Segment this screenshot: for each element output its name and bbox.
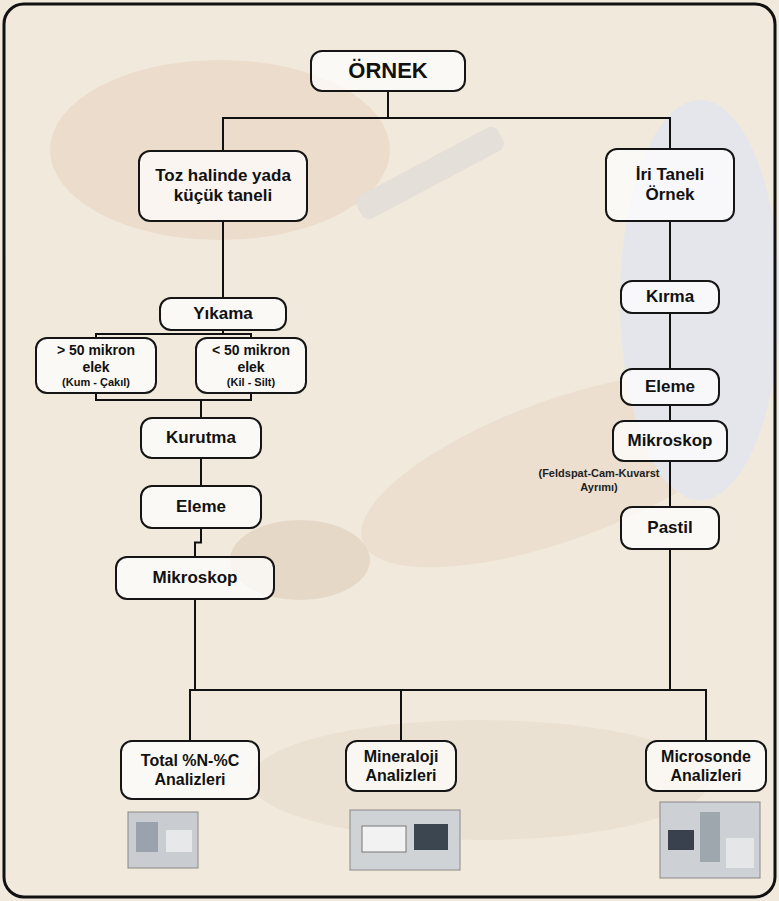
- process-box: Pastil: [620, 506, 720, 550]
- box-label: Eleme: [176, 497, 226, 517]
- connector-line: [670, 550, 706, 740]
- connector-line: [223, 92, 388, 150]
- box-label: Pastil: [647, 518, 692, 538]
- connector-line: [195, 529, 201, 556]
- process-box: İri Taneli Örnek: [605, 148, 735, 222]
- process-box: ÖRNEK: [310, 50, 466, 92]
- process-box: Kurutma: [140, 417, 262, 459]
- process-box: Eleme: [140, 485, 262, 529]
- connector-line: [195, 600, 706, 740]
- box-sublabel: (Kum - Çakıl): [62, 376, 130, 389]
- lab-monitor: [414, 824, 448, 850]
- lab-device: [726, 838, 754, 868]
- lab-photo: [660, 802, 760, 878]
- box-label: Eleme: [645, 377, 695, 397]
- connector-line: [195, 600, 401, 740]
- connector-line: [669, 222, 671, 280]
- process-box: Kırma: [620, 280, 720, 314]
- box-label: Kurutma: [166, 428, 236, 448]
- lab-device: [362, 826, 406, 852]
- connector-line: [388, 92, 670, 148]
- connector-line: [401, 550, 670, 740]
- process-box: Mikroskop: [612, 420, 728, 462]
- connector-line: [200, 459, 202, 485]
- lab-photo: [350, 810, 460, 870]
- connector-line: [222, 222, 224, 297]
- photo-soil: [250, 720, 710, 840]
- box-label: Microsonde Analizleri: [653, 747, 759, 785]
- process-box: Microsonde Analizleri: [645, 740, 767, 792]
- photo-hammer: [353, 124, 506, 222]
- lab-device: [700, 812, 720, 862]
- process-box: Eleme: [620, 368, 720, 406]
- connector-line: [96, 394, 201, 417]
- outer-frame: [4, 4, 775, 897]
- lab-device: [136, 822, 158, 852]
- box-label: Yıkama: [193, 304, 253, 324]
- connector-line: [669, 314, 671, 368]
- process-box: Mineraloji Analizleri: [345, 740, 457, 792]
- lab-device: [166, 830, 192, 852]
- connector-line: [669, 406, 671, 420]
- note-label: (Feldspat-Cam-Kuvarst Ayrımı): [538, 467, 660, 495]
- box-label: > 50 mikron elek: [43, 342, 149, 376]
- box-label: Mineraloji Analizleri: [353, 747, 449, 785]
- process-box: Toz halinde yada küçük taneli: [138, 150, 308, 222]
- box-label: Kırma: [646, 287, 694, 307]
- box-label: < 50 mikron elek: [203, 342, 299, 376]
- box-label: Mikroskop: [152, 568, 237, 588]
- box-label: Total %N-%C Analizleri: [128, 751, 252, 789]
- lab-monitor: [668, 830, 694, 850]
- box-label: ÖRNEK: [348, 58, 427, 84]
- lab-photo: [660, 802, 760, 878]
- lab-photo: [350, 810, 460, 870]
- process-box: Total %N-%C Analizleri: [120, 740, 260, 800]
- box-sublabel: (Kil - Silt): [227, 376, 275, 389]
- box-label: Mikroskop: [627, 431, 712, 451]
- connector-line: [201, 394, 251, 417]
- process-box: < 50 mikron elek(Kil - Silt): [195, 337, 307, 394]
- box-label: İri Taneli Örnek: [613, 165, 727, 206]
- process-box: > 50 mikron elek(Kum - Çakıl): [35, 337, 157, 394]
- process-box: Yıkama: [159, 297, 287, 331]
- connector-line: [669, 462, 671, 506]
- process-box: Mikroskop: [115, 556, 275, 600]
- lab-photo: [128, 812, 198, 868]
- lab-photo: [128, 812, 198, 868]
- box-label: Toz halinde yada küçük taneli: [146, 166, 300, 207]
